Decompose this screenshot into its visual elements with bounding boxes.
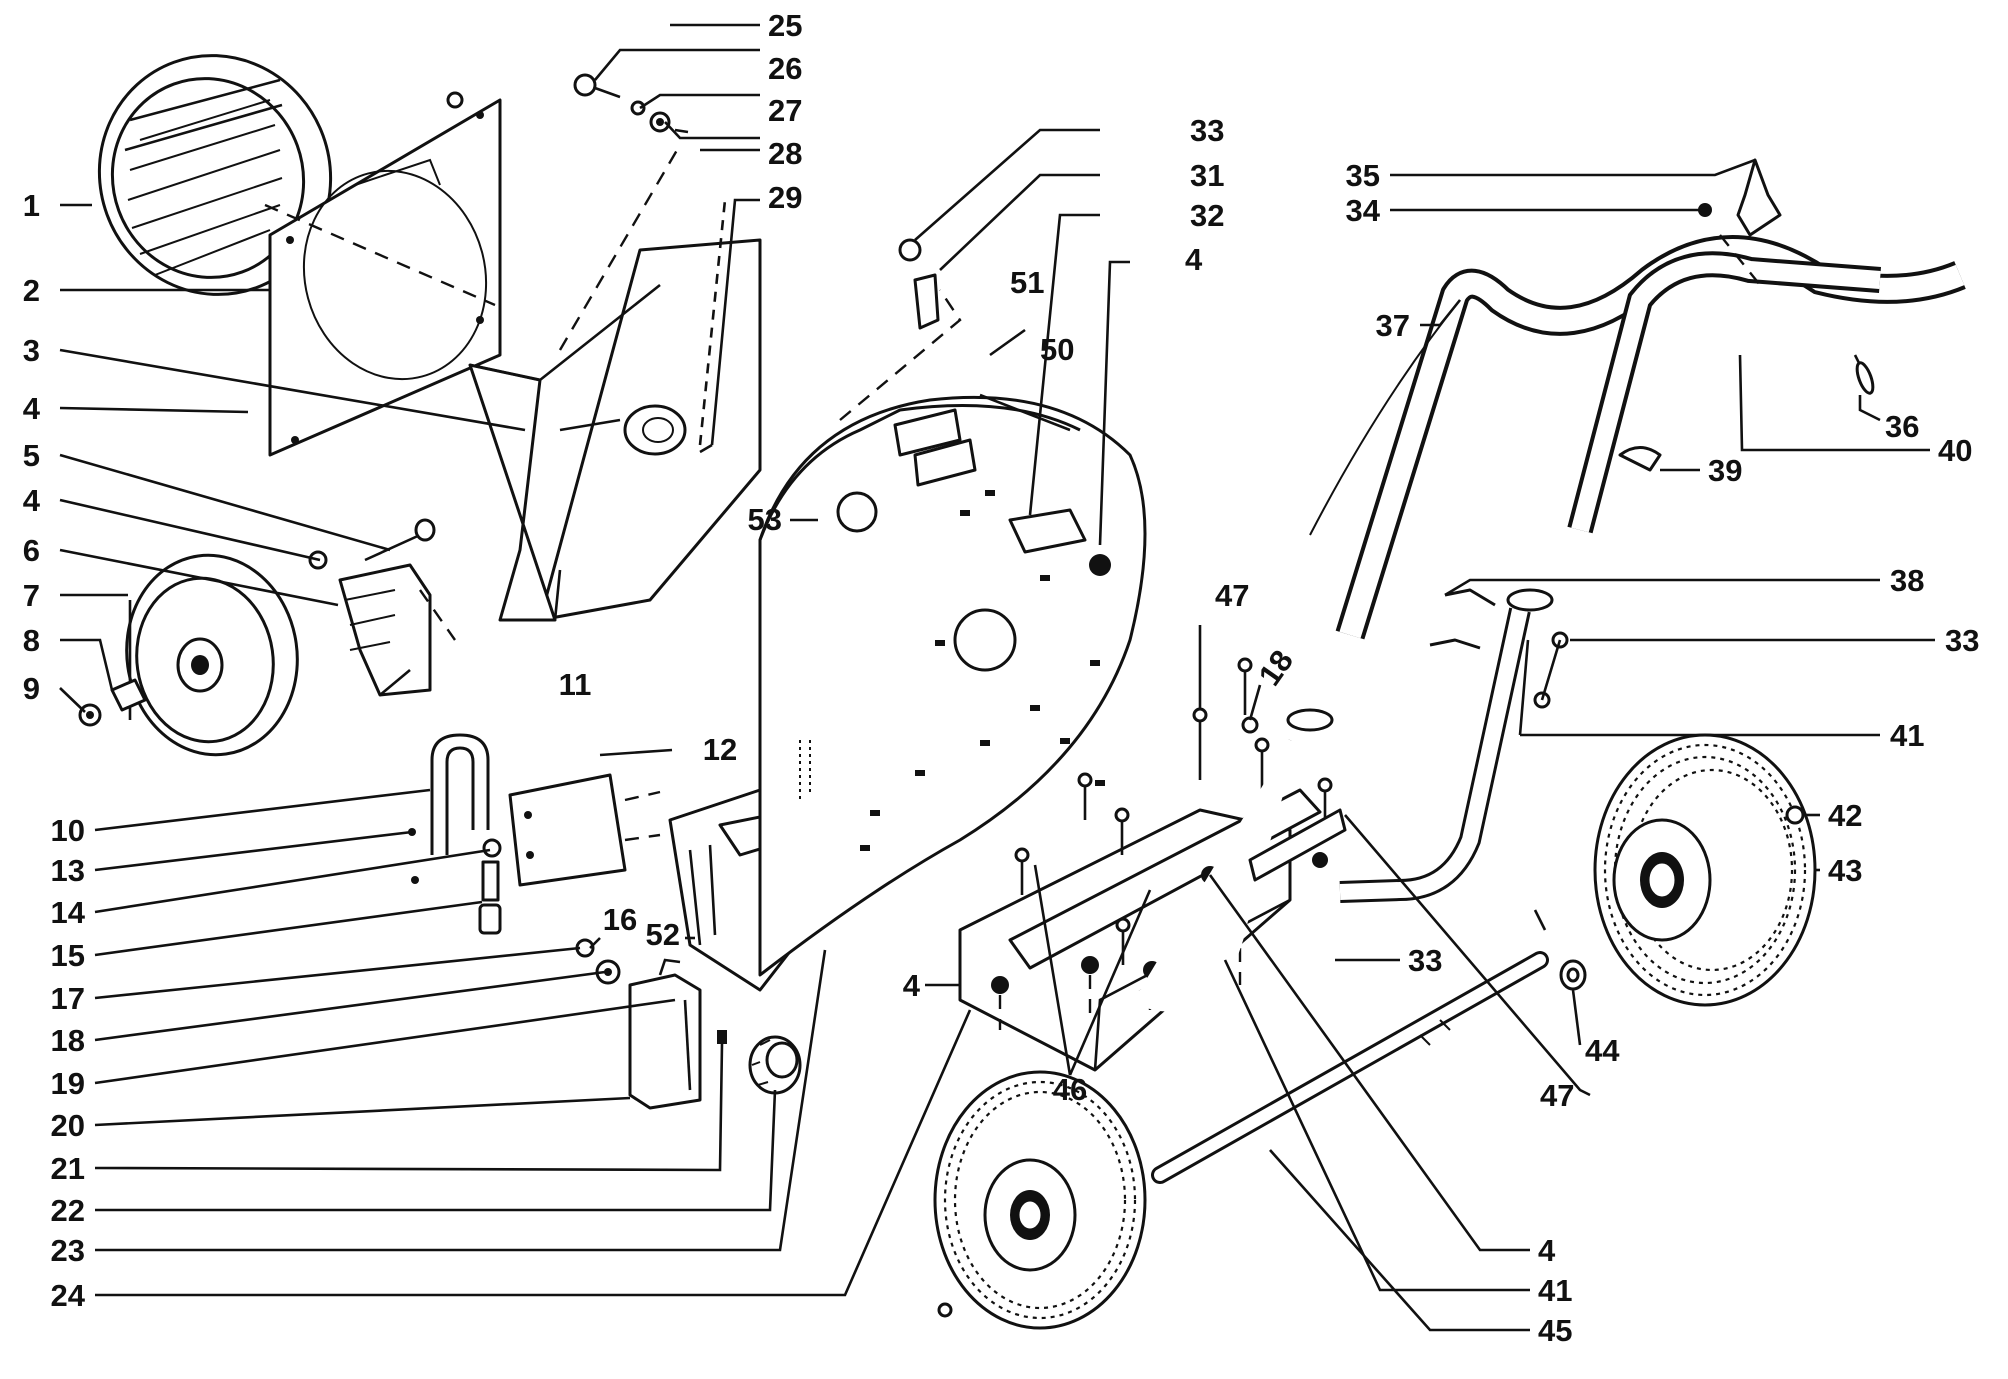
front-plate bbox=[268, 91, 502, 457]
callout-32: 32 bbox=[1190, 198, 1224, 233]
callout-28: 28 bbox=[768, 136, 802, 171]
callout-11: 11 bbox=[559, 667, 592, 702]
callout-39: 39 bbox=[1708, 453, 1742, 488]
callout-23: 23 bbox=[51, 1233, 85, 1268]
callout-42: 42 bbox=[1828, 798, 1862, 833]
callout-1: 1 bbox=[23, 188, 40, 223]
callout-35: 35 bbox=[1346, 158, 1380, 193]
callout-43: 43 bbox=[1828, 853, 1862, 888]
callout-33: 33 bbox=[1190, 113, 1224, 148]
callout-52: 52 bbox=[646, 917, 680, 952]
callout-31: 31 bbox=[1190, 158, 1224, 193]
callout-24: 24 bbox=[51, 1278, 86, 1313]
callout-22: 22 bbox=[51, 1193, 85, 1228]
callout-17: 17 bbox=[51, 981, 85, 1016]
callout-3: 3 bbox=[23, 333, 40, 368]
callout-4: 4 bbox=[23, 483, 41, 518]
u-bolt bbox=[430, 733, 490, 855]
inlet-housing bbox=[468, 238, 762, 622]
callout-10: 10 bbox=[51, 813, 85, 848]
callout-29: 29 bbox=[768, 180, 802, 215]
callout-13: 13 bbox=[51, 853, 85, 888]
leader-lines bbox=[59, 23, 1935, 1332]
handle-bar bbox=[1309, 235, 1966, 640]
callout-44: 44 bbox=[1585, 1033, 1620, 1068]
callout-16: 16 bbox=[603, 902, 637, 937]
frame-bolts bbox=[1014, 657, 1333, 965]
callout-5: 5 bbox=[23, 438, 40, 473]
callout-46: 46 bbox=[1053, 1072, 1087, 1107]
callout-41: 41 bbox=[1890, 718, 1924, 753]
large-wheel-right bbox=[1593, 733, 1817, 1007]
callout-26: 26 bbox=[768, 51, 802, 86]
mount-bracket bbox=[508, 773, 661, 887]
callout-25: 25 bbox=[768, 8, 802, 43]
callout-12: 12 bbox=[703, 732, 737, 767]
callout-36: 36 bbox=[1885, 409, 1919, 444]
callout-4: 4 bbox=[903, 968, 921, 1003]
callout-6: 6 bbox=[23, 533, 40, 568]
intake-grille bbox=[97, 54, 333, 296]
callout-47: 47 bbox=[1215, 578, 1249, 613]
callout-47: 47 bbox=[1540, 1078, 1574, 1113]
callout-51: 51 bbox=[1010, 265, 1044, 300]
callout-45: 45 bbox=[1538, 1313, 1572, 1348]
callout-20: 20 bbox=[51, 1108, 85, 1143]
callout-4: 4 bbox=[1185, 242, 1203, 277]
large-wheel-left bbox=[933, 1070, 1147, 1330]
callout-53: 53 bbox=[748, 502, 782, 537]
axle-bolt bbox=[78, 678, 147, 727]
top-hardware bbox=[573, 73, 689, 134]
callout-8: 8 bbox=[23, 623, 40, 658]
callout-21: 21 bbox=[51, 1151, 85, 1186]
wheel-bracket bbox=[338, 563, 432, 697]
throttle-control bbox=[628, 958, 727, 1110]
callout-18: 18 bbox=[51, 1023, 85, 1058]
clip-31 bbox=[898, 238, 940, 330]
callout-14: 14 bbox=[51, 895, 86, 930]
callout-2: 2 bbox=[23, 273, 40, 308]
callout-41: 41 bbox=[1538, 1273, 1572, 1308]
callout-37: 37 bbox=[1376, 308, 1410, 343]
callout-4: 4 bbox=[23, 391, 41, 426]
callout-40: 40 bbox=[1938, 433, 1972, 468]
callout-50: 50 bbox=[1040, 332, 1074, 367]
knob bbox=[748, 1035, 802, 1095]
small-wheel bbox=[125, 553, 299, 757]
callout-9: 9 bbox=[23, 671, 40, 706]
callout-15: 15 bbox=[51, 938, 85, 973]
callout-27: 27 bbox=[768, 93, 802, 128]
frame-tube bbox=[1132, 588, 1554, 1012]
callout-38: 38 bbox=[1890, 563, 1924, 598]
callout-33: 33 bbox=[1945, 623, 1979, 658]
handle-hardware bbox=[1618, 158, 1875, 472]
callout-19: 19 bbox=[51, 1066, 85, 1101]
callout-34: 34 bbox=[1346, 193, 1381, 228]
callout-4: 4 bbox=[1538, 1233, 1556, 1268]
callout-7: 7 bbox=[23, 578, 40, 613]
callout-33: 33 bbox=[1408, 943, 1442, 978]
